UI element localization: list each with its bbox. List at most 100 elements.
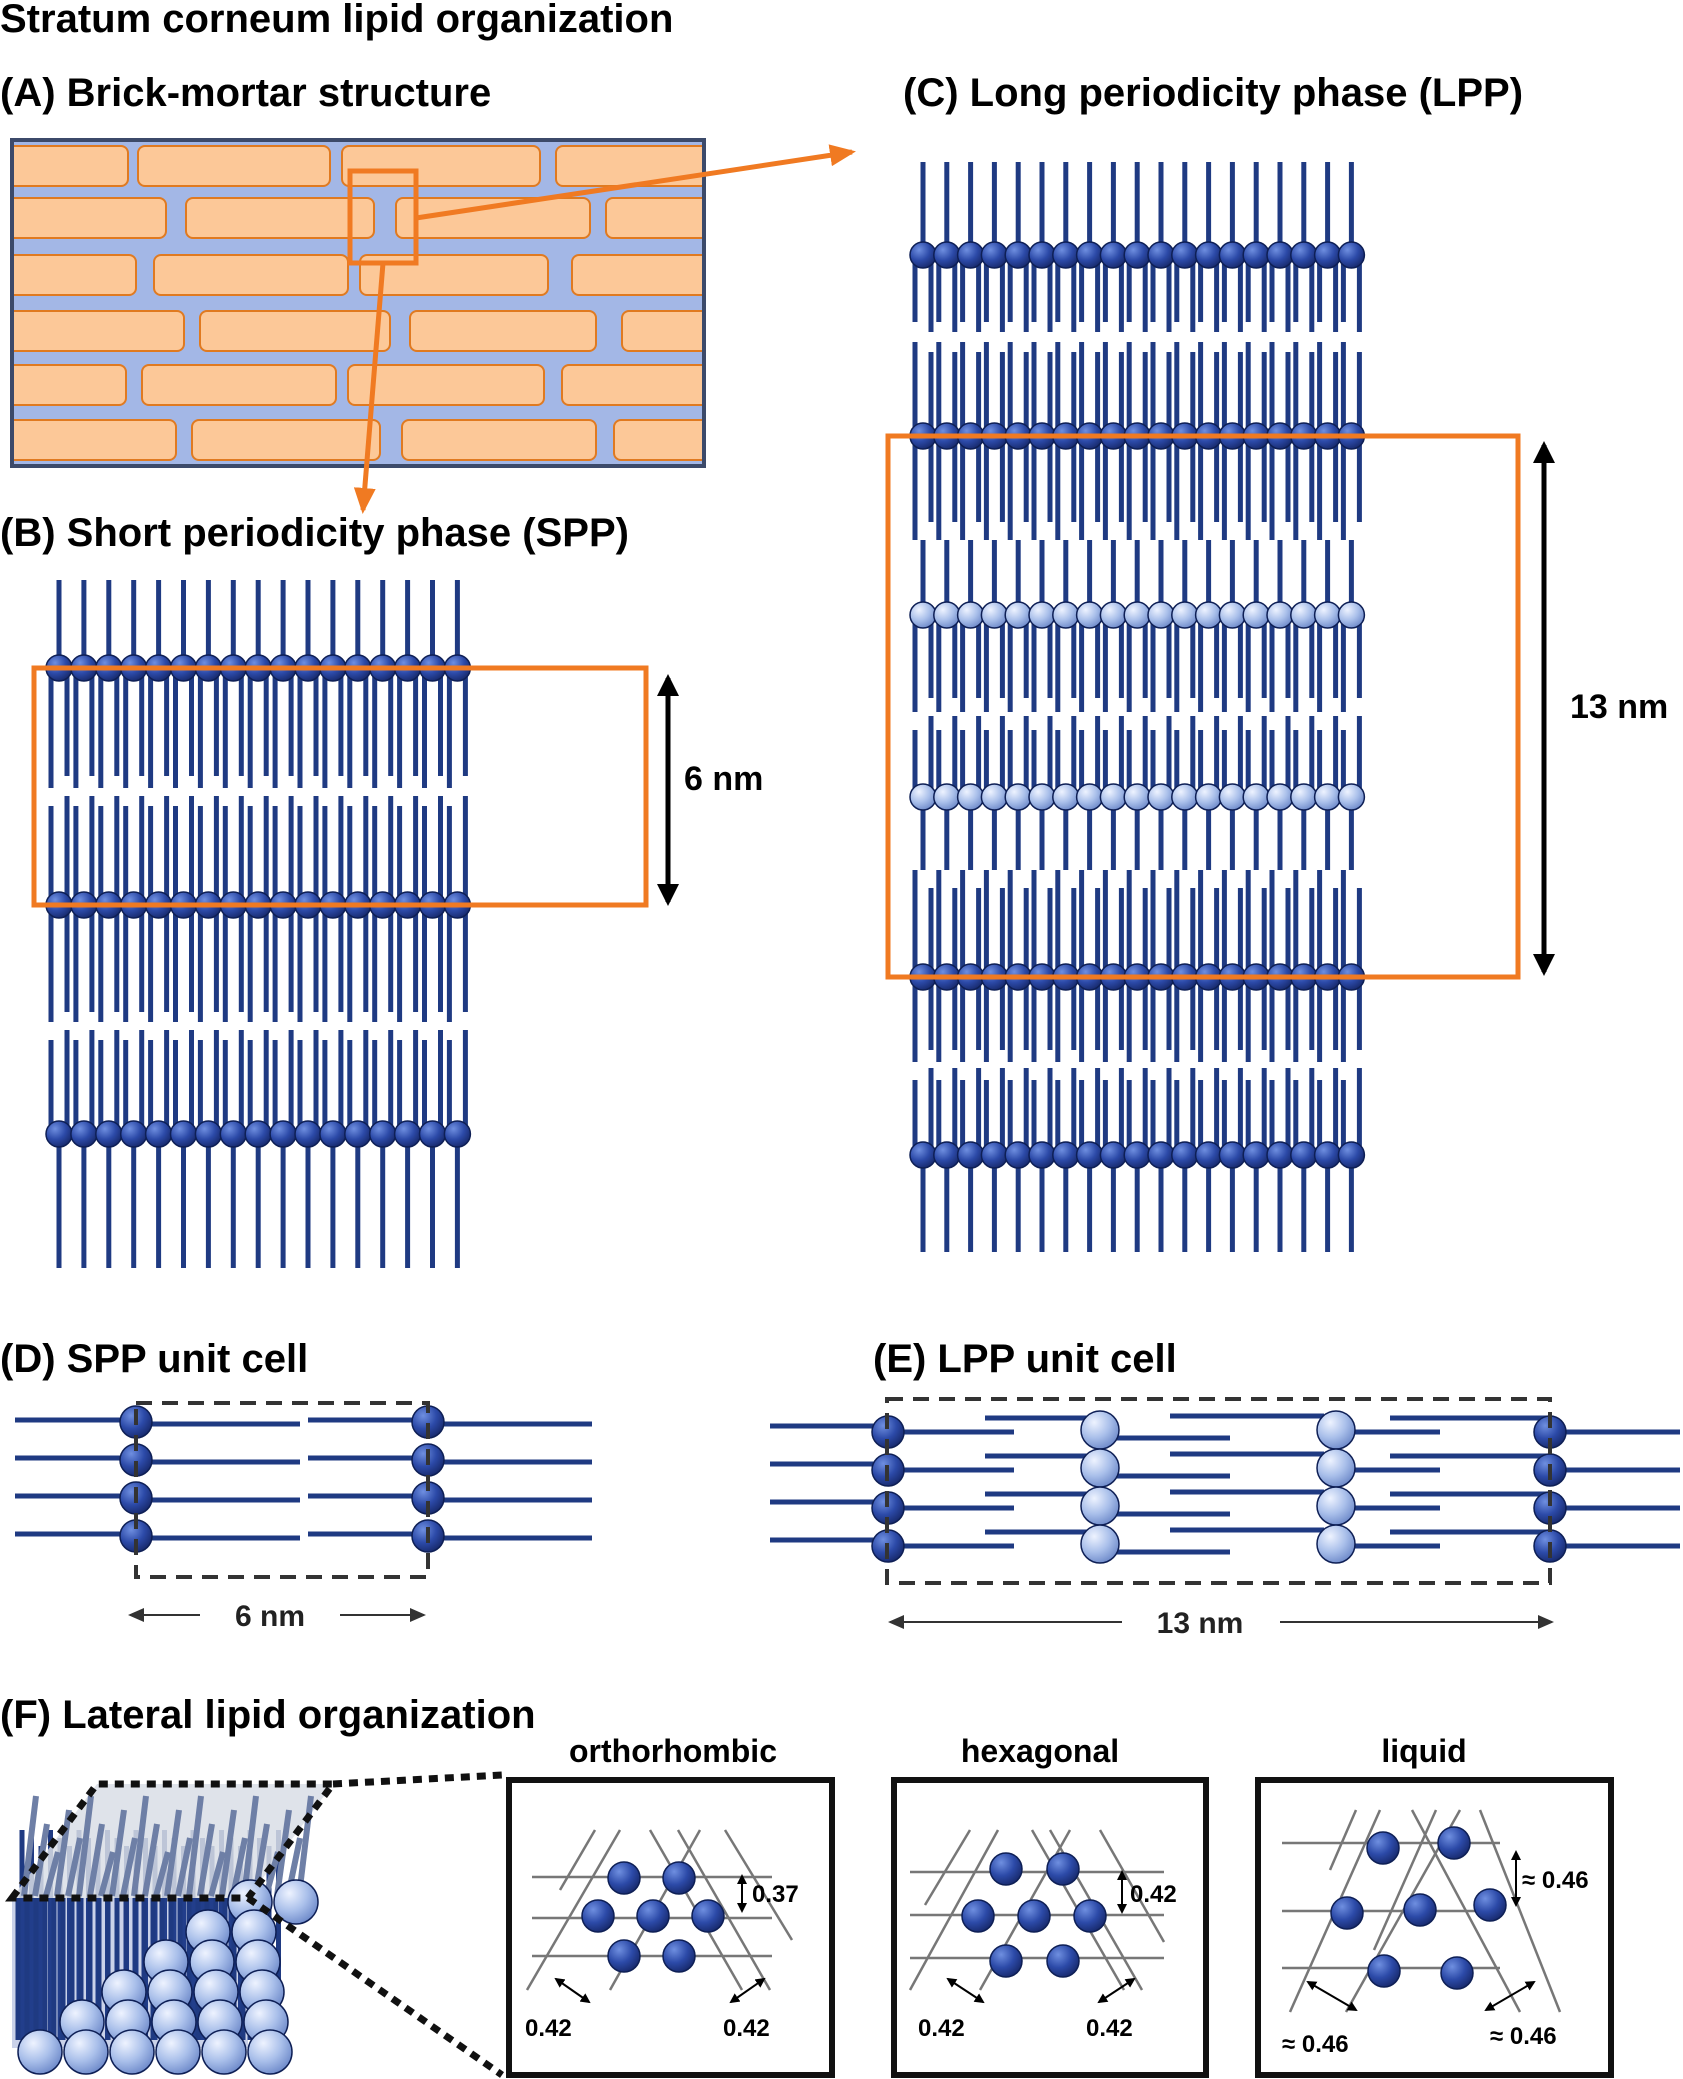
lattice-line bbox=[1478, 1809, 1562, 2013]
block-tail-top bbox=[76, 1795, 94, 1897]
spp-head bbox=[144, 1120, 173, 1148]
brick bbox=[395, 197, 591, 239]
lattice-line bbox=[723, 1829, 794, 1941]
panel-d-label: (D) SPP unit cell bbox=[0, 1337, 308, 1381]
lpp-head bbox=[933, 1141, 961, 1169]
lpp-head bbox=[980, 601, 1009, 629]
lattice-chain bbox=[1437, 1826, 1471, 1860]
lpp-head bbox=[1266, 601, 1294, 629]
block-tail-top bbox=[197, 1823, 215, 1897]
block-head bbox=[155, 2029, 201, 2075]
spp-head bbox=[194, 1120, 223, 1148]
lpp-head bbox=[1004, 783, 1032, 811]
lattice-chain bbox=[607, 1939, 641, 1973]
lpp-cell-head bbox=[1316, 1524, 1356, 1564]
lattice-chain bbox=[1403, 1893, 1437, 1927]
lpp-head bbox=[1004, 601, 1032, 629]
hex-right-arrow bbox=[1097, 1977, 1136, 2004]
brick bbox=[12, 254, 137, 296]
spp-highlight-box bbox=[31, 665, 649, 908]
brick bbox=[555, 145, 704, 187]
spp-head bbox=[368, 1120, 397, 1148]
lpp-head bbox=[1218, 241, 1247, 269]
lattice-line bbox=[1328, 1809, 1358, 1871]
lpp-head bbox=[1147, 601, 1175, 629]
lpp-lipid-stack bbox=[909, 162, 1366, 1252]
spp-head bbox=[418, 1120, 447, 1148]
zoom-line-bottom bbox=[245, 1895, 505, 2078]
lattice-line bbox=[525, 1829, 622, 1991]
lpp-head bbox=[1313, 601, 1342, 629]
hex-left-arrow bbox=[946, 1977, 985, 2004]
lpp-head bbox=[1242, 241, 1270, 269]
lpp-head bbox=[1052, 241, 1080, 269]
lpp-unit-cell-box bbox=[885, 1397, 1552, 1585]
lpp-head bbox=[1194, 1141, 1223, 1169]
panel-c-label: (C) Long periodicity phase (LPP) bbox=[903, 71, 1523, 115]
lpp-head bbox=[1147, 1141, 1175, 1169]
lipid-block-3d bbox=[12, 1784, 333, 2075]
block-tail-top bbox=[296, 1795, 314, 1897]
lpp-head bbox=[909, 783, 937, 811]
lattice-line bbox=[908, 1829, 1000, 1991]
brick bbox=[12, 364, 127, 406]
lpp-head bbox=[909, 241, 937, 269]
brick bbox=[571, 254, 704, 296]
lpp-head bbox=[1290, 241, 1318, 269]
orthorhombic-lattice bbox=[525, 1829, 794, 1991]
spp-head bbox=[119, 1120, 148, 1148]
lpp-head bbox=[1337, 601, 1366, 629]
lpp-head bbox=[1004, 1141, 1032, 1169]
lpp-head bbox=[1171, 601, 1199, 629]
spp-head bbox=[269, 1120, 297, 1148]
block-head bbox=[17, 2029, 63, 2075]
hex-vertical-spacing: 0.42 bbox=[1130, 1881, 1177, 1908]
lattice-chain bbox=[1473, 1888, 1507, 1922]
panel-c: (C) Long periodicity phase (LPP) 13 nm bbox=[885, 71, 1668, 1252]
block-head bbox=[109, 2029, 155, 2075]
panel-d: (D) SPP unit cell 6 nm bbox=[0, 1337, 592, 1633]
lattice-chain bbox=[1366, 1831, 1400, 1865]
lpp-head bbox=[1194, 241, 1223, 269]
panel-e-label: (E) LPP unit cell bbox=[873, 1337, 1177, 1381]
brick-wall bbox=[12, 145, 704, 461]
lpp-highlight-box bbox=[885, 433, 1521, 980]
lpp-cell-head bbox=[1316, 1410, 1356, 1450]
arrow-to-spp bbox=[353, 262, 386, 514]
lpp-head bbox=[1099, 783, 1128, 811]
lpp-head bbox=[1313, 1141, 1342, 1169]
lpp-cell-dimension-label: 13 nm bbox=[1157, 1607, 1244, 1640]
lpp-cell-head bbox=[1080, 1486, 1120, 1526]
lpp-dimension-label: 13 nm bbox=[1570, 688, 1668, 726]
liquid-lattice bbox=[1282, 1809, 1562, 2013]
lpp-head bbox=[1337, 783, 1366, 811]
lpp-head bbox=[1337, 1141, 1366, 1169]
brick bbox=[347, 364, 545, 406]
spp-head bbox=[344, 1120, 372, 1148]
liquid-right-arrow bbox=[1484, 1980, 1536, 2012]
lattice-chain bbox=[662, 1861, 696, 1895]
spp-head bbox=[45, 1120, 73, 1148]
lpp-head bbox=[980, 783, 1009, 811]
lpp-head bbox=[980, 241, 1009, 269]
lattice-chain bbox=[662, 1939, 696, 1973]
block-head bbox=[201, 2029, 247, 2075]
panel-b: (B) Short periodicity phase (SPP) 6 nm bbox=[0, 511, 763, 1268]
lpp-head bbox=[1194, 783, 1223, 811]
brick bbox=[12, 197, 167, 239]
lpp-cell-head bbox=[1080, 1410, 1120, 1450]
block-tail-top bbox=[98, 1851, 116, 1897]
hexagonal-box bbox=[891, 1777, 1209, 2078]
lpp-head bbox=[1290, 783, 1318, 811]
lpp-head bbox=[1075, 241, 1104, 269]
block-tail-top bbox=[120, 1837, 138, 1897]
brick bbox=[137, 145, 331, 187]
brick bbox=[409, 310, 597, 352]
brick bbox=[12, 145, 129, 187]
lattice-chain bbox=[636, 1899, 670, 1933]
liquid-vertical-spacing: ≈ 0.46 bbox=[1522, 1867, 1589, 1894]
panel-a: (A) Brick-mortar structure bbox=[0, 71, 856, 514]
lattice-chain bbox=[1440, 1956, 1474, 1990]
lpp-head bbox=[1266, 783, 1294, 811]
lpp-head bbox=[980, 1141, 1009, 1169]
